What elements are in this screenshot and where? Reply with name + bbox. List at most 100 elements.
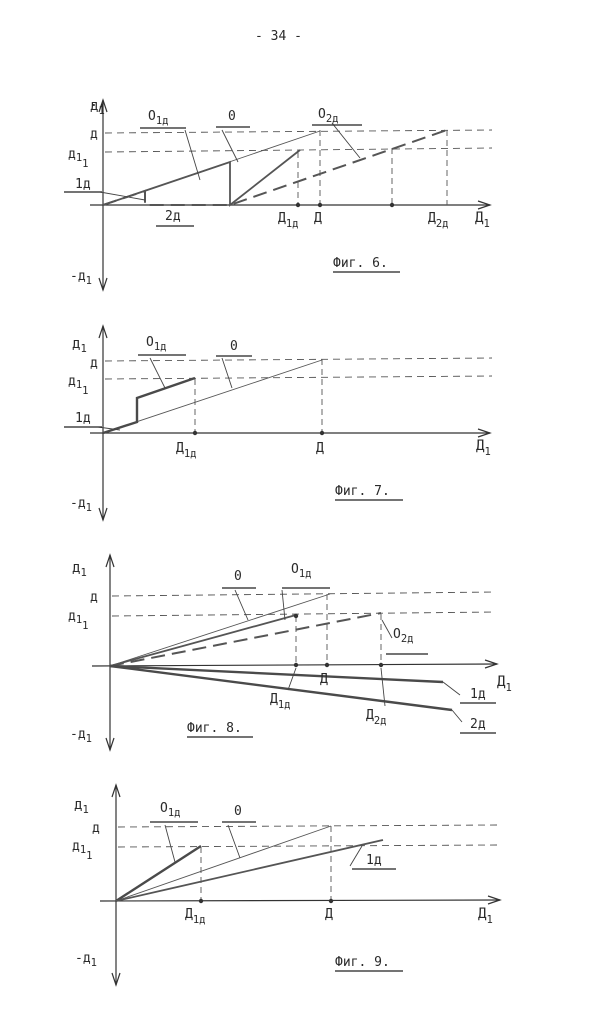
fig8-leader-d2d xyxy=(380,667,386,707)
fig8-leader-d1d xyxy=(287,667,297,691)
fig8-x-arrow xyxy=(484,659,499,669)
fig6-line-o1d xyxy=(102,149,301,207)
fig8-level-d11 xyxy=(111,611,496,617)
fig8-y-label: д1 xyxy=(72,560,87,579)
fig9-xtick-d1d: Д1д xyxy=(185,907,205,926)
fig6-y-label: д1 xyxy=(90,98,105,117)
fig8-label-0: 0 xyxy=(234,569,242,584)
figure-9: д1 д д11 -д1 Д1д Д Д1 О1д 0 1д Фиг. 9. xyxy=(72,783,502,987)
fig6-y-arrow-up xyxy=(98,98,108,113)
fig9-y-arrow-down xyxy=(111,972,121,987)
fig6-label-1d: 1д xyxy=(75,177,91,192)
fig9-line-0 xyxy=(115,825,332,902)
fig6-label-2d: 2д xyxy=(165,209,181,224)
fig6-level-d11 xyxy=(104,147,493,153)
fig8-label-1d: 1д xyxy=(470,687,486,702)
fig6-xtick-d: Д xyxy=(314,211,322,226)
fig6-x-axis-label: Д1 xyxy=(475,210,490,230)
fig7-leader-o1d xyxy=(149,357,166,389)
fig6-label-o1d: О1д xyxy=(148,109,168,127)
fig8-label-2d: 2д xyxy=(470,717,486,732)
fig7-neg-y-label: -д1 xyxy=(70,496,92,514)
fig8-leader-o2d xyxy=(381,619,393,639)
fig8-level-d xyxy=(111,591,496,597)
fig9-level-d xyxy=(117,824,498,828)
fig9-label-1d: 1д xyxy=(366,853,382,868)
fig8-leader-o1d xyxy=(281,589,286,621)
fig8-level-d-label: д xyxy=(90,590,98,605)
fig8-line-2d xyxy=(109,664,453,712)
fig8-dot-1 xyxy=(293,613,299,619)
fig8-xtick-d: Д xyxy=(320,672,328,687)
fig6-level-d-label: д xyxy=(90,127,98,142)
fig8-label-o2d: О2д xyxy=(393,627,413,645)
fig8-xtick-d2d: Д2д xyxy=(366,708,386,727)
fig9-dot-1 xyxy=(198,898,204,904)
fig8-leader-0 xyxy=(234,589,249,621)
fig9-x-axis-label: Д1 xyxy=(478,906,493,926)
fig6-label-0: 0 xyxy=(228,109,236,124)
fig6-line-o2d xyxy=(102,129,448,206)
fig7-line-0 xyxy=(102,359,323,434)
fig9-y-arrow-up xyxy=(111,783,121,798)
fig9-line-o1d xyxy=(115,844,202,903)
fig8-leader-1d xyxy=(442,681,461,696)
fig9-level-d11-label: д11 xyxy=(72,839,92,862)
fig7-x-axis-label: Д1 xyxy=(476,438,491,458)
fig8-leader-2d xyxy=(451,709,463,723)
fig9-label-o1d: О1д xyxy=(160,801,180,819)
fig8-dot-3 xyxy=(324,662,330,668)
fig7-label-o1d: О1д xyxy=(146,335,166,353)
fig6-leader-1d xyxy=(99,191,146,201)
fig7-label-1d: 1д xyxy=(75,411,91,426)
fig8-level-d11-label: д11 xyxy=(68,609,88,632)
fig8-dot-4 xyxy=(378,662,384,668)
fig7-level-d11 xyxy=(104,375,493,380)
fig7-xtick-d: Д xyxy=(316,441,324,456)
fig9-x-axis xyxy=(99,899,501,902)
fig7-y-label: д1 xyxy=(72,336,87,355)
fig6-level-d11-label: д11 xyxy=(68,147,88,170)
fig7-y-arrow-down xyxy=(98,507,108,522)
fig6-label-o2d: О2д xyxy=(318,107,338,125)
fig8-line-o1d xyxy=(109,614,297,667)
fig6-leader-o1d xyxy=(184,129,201,181)
fig9-level-d-label: д xyxy=(92,821,100,836)
fig6-xtick-d1d: Д1д xyxy=(278,211,298,230)
fig7-level-d xyxy=(104,357,493,362)
fig8-x-axis-label: Д1 xyxy=(497,674,512,694)
figure-7: д1 д д11 -д1 Д1д Д Д1 О1д 0 1д Фиг. 7. xyxy=(64,324,493,522)
fig9-leader-1d xyxy=(349,845,363,867)
fig7-label-0: 0 xyxy=(230,339,238,354)
fig6-dot-1 xyxy=(295,202,301,208)
fig7-y-arrow-up xyxy=(98,324,108,339)
fig7-xtick-d1d: Д1д xyxy=(176,441,196,460)
fig9-y-label: д1 xyxy=(74,797,89,816)
fig8-line-1d xyxy=(109,664,444,684)
fig7-caption: Фиг. 7. xyxy=(335,484,390,499)
fig8-y-arrow-up xyxy=(105,553,115,568)
fig6-dot-2 xyxy=(317,202,323,208)
fig8-line-o2d xyxy=(109,612,382,667)
fig8-xtick-d1d: Д1д xyxy=(270,692,290,711)
fig7-dot-1 xyxy=(192,430,198,436)
fig6-dot-3 xyxy=(389,202,395,208)
fig7-level-d11-label: д11 xyxy=(68,374,88,397)
fig6-x-arrow xyxy=(477,200,492,210)
page-number: - 34 - xyxy=(255,29,302,44)
fig8-caption: Фиг. 8. xyxy=(187,721,242,736)
fig8-neg-y-label: -д1 xyxy=(70,727,92,745)
figure-6: д1 .. д д11 -д1 Д1д Д Д2д Д1 О1д 0 О2д 1… xyxy=(64,95,493,292)
fig7-level-d-label: д xyxy=(90,356,98,371)
fig6-level-d xyxy=(104,129,493,134)
fig6-neg-y-label: -д1 xyxy=(70,269,92,287)
fig8-y-arrow-down xyxy=(105,737,115,752)
fig7-x-arrow xyxy=(477,428,492,438)
fig9-neg-y-label: -д1 xyxy=(75,951,97,969)
fig6-leader-o2d xyxy=(331,122,361,159)
fig9-dot-2 xyxy=(328,898,334,904)
fig8-dot-2 xyxy=(293,662,299,668)
fig7-dot-2 xyxy=(319,430,325,436)
fig8-line-0 xyxy=(109,593,331,667)
